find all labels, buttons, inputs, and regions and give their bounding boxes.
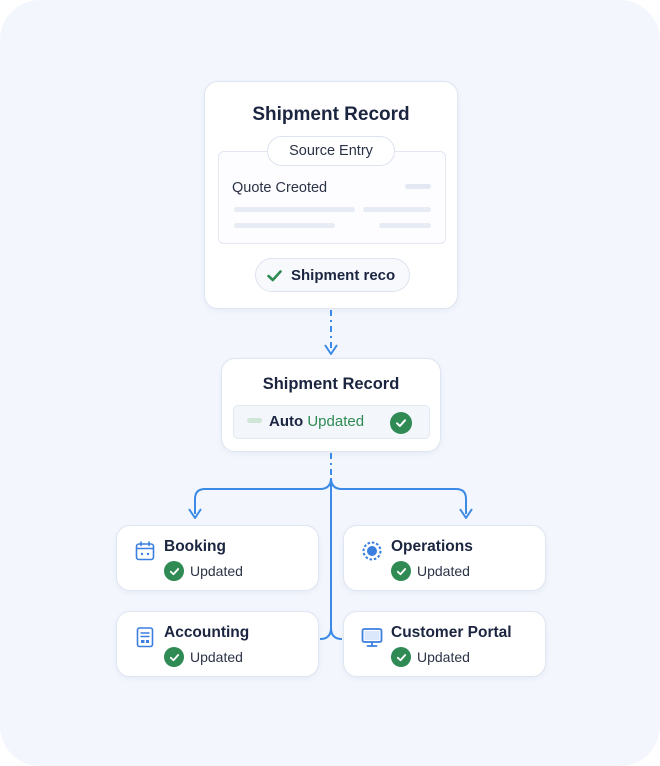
link-to-operations (330, 477, 467, 514)
link-to-accounting (319, 627, 332, 640)
target-card-customer-portal: Customer Portal Updated (343, 611, 546, 677)
placeholder-bar (405, 184, 431, 189)
target-status-label: Updated (417, 563, 470, 579)
arrowhead-booking (188, 508, 202, 519)
placeholder-bar (363, 207, 431, 212)
link-to-customer-portal (330, 627, 343, 640)
check-icon (267, 269, 282, 281)
middle-card-title: Shipment Record (262, 375, 400, 393)
target-status: Updated (391, 561, 470, 581)
middle-card: Shipment Record Auto Updated (221, 358, 441, 452)
shipment-status-label: Shipment reco (291, 266, 396, 284)
calendar-icon (135, 541, 155, 561)
check-circle-icon (164, 647, 184, 667)
target-card-operations: Operations Updated (343, 525, 546, 591)
auto-updated-row: Auto Updated (233, 405, 430, 439)
updated-label: Updated (307, 413, 365, 430)
target-status: Updated (391, 647, 470, 667)
arrowhead-operations (459, 508, 473, 519)
placeholder-bar (247, 418, 262, 423)
target-status-label: Updated (190, 649, 243, 665)
placeholder-bar (379, 223, 431, 228)
auto-updated-text: Auto Updated (269, 413, 364, 430)
target-title: Operations (391, 538, 473, 555)
target-status: Updated (164, 647, 243, 667)
source-card: Shipment Record Quote Creoted Source Ent… (204, 81, 458, 309)
check-circle-icon (164, 561, 184, 581)
placeholder-bar (234, 207, 355, 212)
check-circle-icon (390, 412, 412, 434)
entry-label: Quote Creoted (232, 180, 328, 196)
link-arrowhead (324, 344, 338, 355)
target-status: Updated (164, 561, 243, 581)
target-status-label: Updated (190, 563, 243, 579)
target-title: Booking (164, 538, 226, 555)
target-card-booking: Booking Updated (116, 525, 319, 591)
target-status-label: Updated (417, 649, 470, 665)
target-card-accounting: Accounting Updated (116, 611, 319, 677)
auto-label: Auto (269, 413, 304, 430)
source-entry-tab: Source Entry (267, 136, 395, 166)
placeholder-bar (234, 223, 335, 228)
gear-circle-icon (362, 541, 382, 561)
source-entry-tab-label: Source Entry (289, 143, 373, 159)
target-title: Customer Portal (391, 624, 512, 641)
target-title: Accounting (164, 624, 250, 641)
check-circle-icon (391, 561, 411, 581)
link-to-booking (194, 477, 332, 514)
monitor-icon (361, 628, 383, 647)
shipment-status-pill: Shipment reco (255, 258, 410, 292)
source-card-title: Shipment Record (252, 104, 410, 125)
document-icon (136, 627, 154, 648)
check-circle-icon (391, 647, 411, 667)
